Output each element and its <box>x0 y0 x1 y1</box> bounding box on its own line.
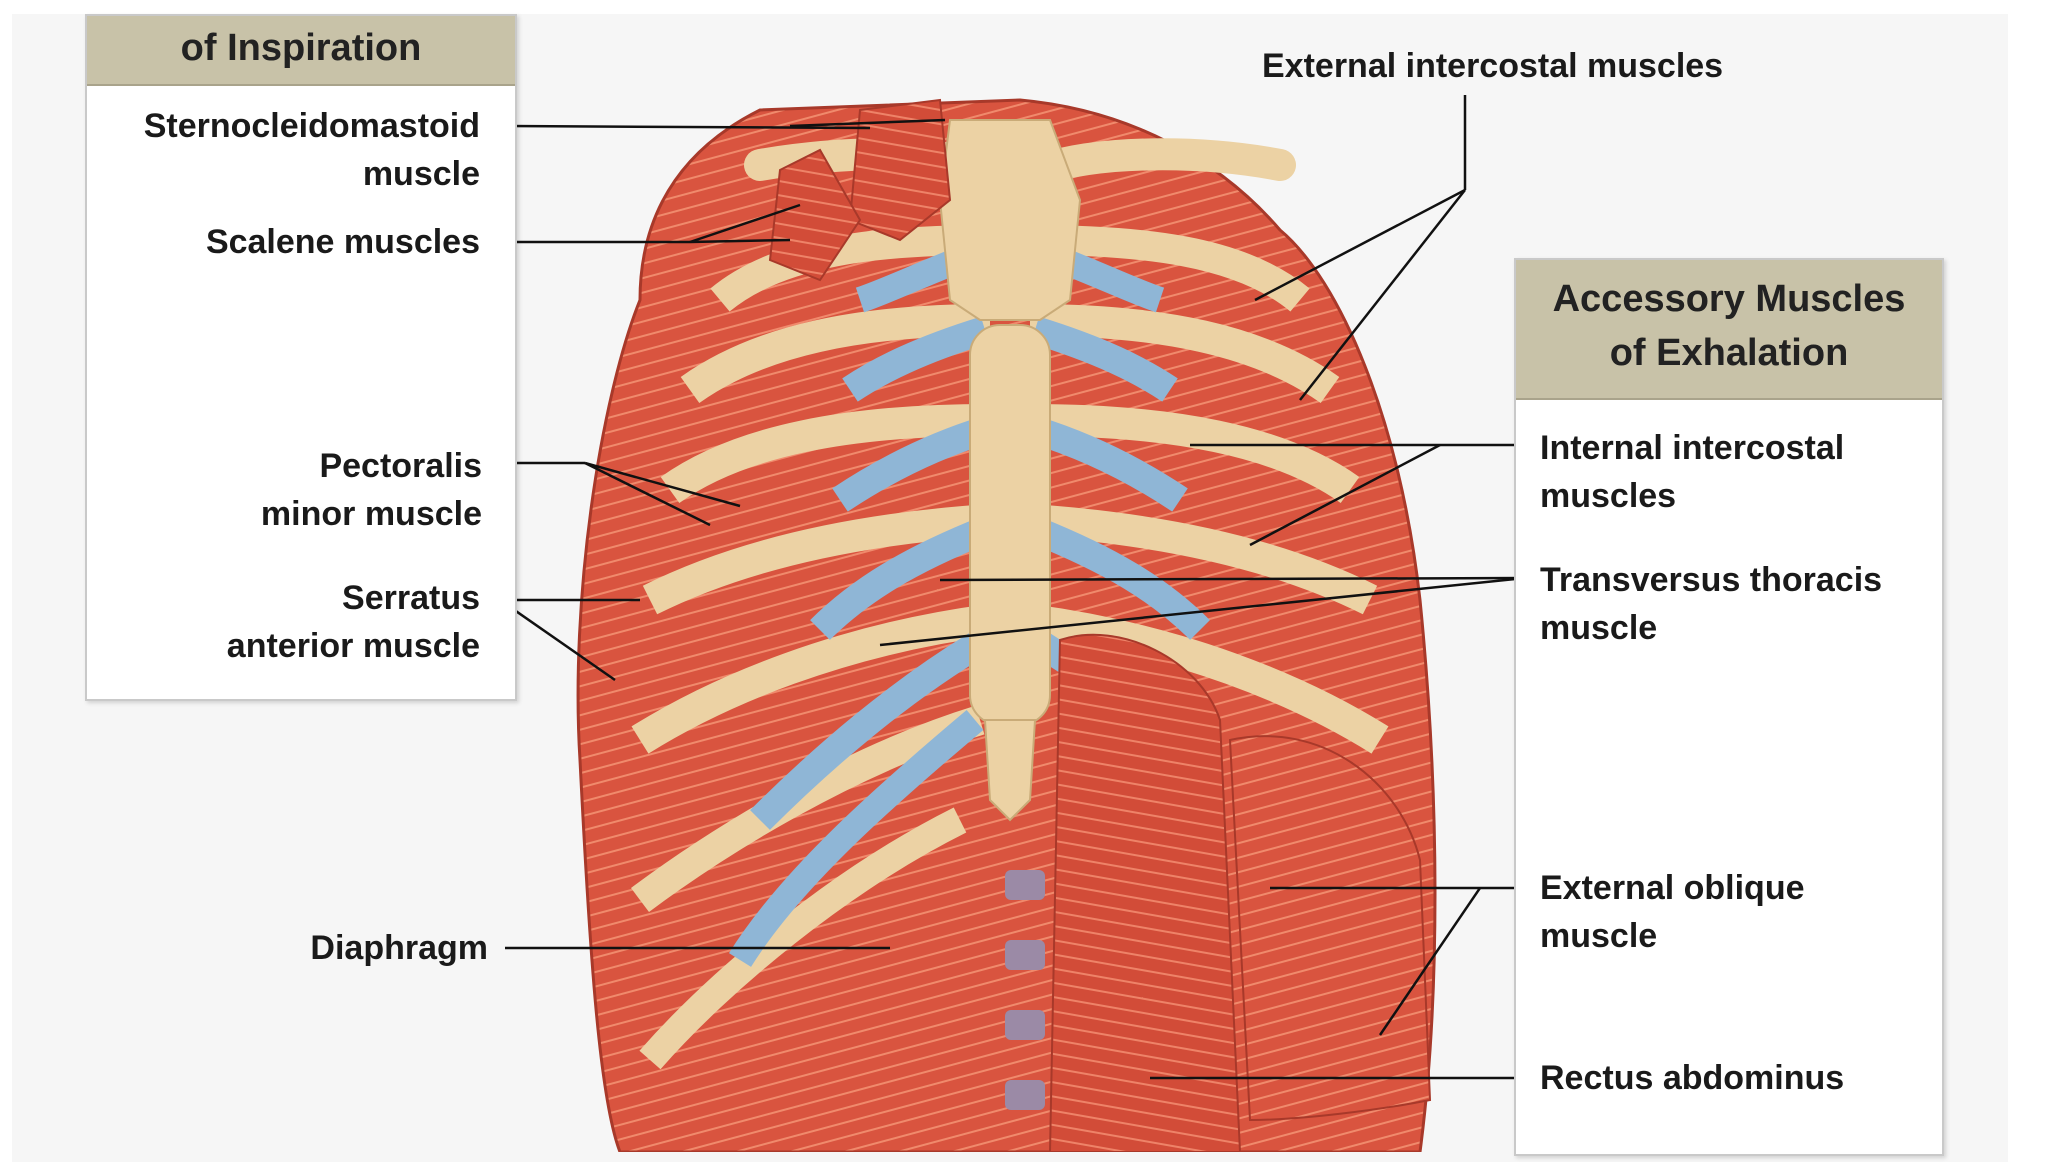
label-transversus-thoracis: Transversus thoracis muscle <box>1540 561 1883 647</box>
right-clavicle <box>1024 138 1296 186</box>
rectus-abdominus-muscle <box>1048 633 1242 1152</box>
inspiration-panel-title: of Inspiration <box>87 16 515 86</box>
inspiration-panel: of Inspiration <box>85 14 517 701</box>
sternocleidomastoid-muscle <box>848 98 952 242</box>
label-scalene-muscles: Scalene muscles <box>205 223 480 261</box>
label-diaphragm: Diaphragm <box>310 929 488 967</box>
label-rectus-abdominus: Rectus abdominus <box>1540 1059 1845 1097</box>
label-external-intercostal: External intercostal muscles <box>1262 47 1724 85</box>
leader-lines <box>499 95 1526 1080</box>
sternum <box>938 119 1082 822</box>
label-internal-intercostal: Internal intercostal muscles <box>1540 429 1845 515</box>
rib-group <box>631 225 1389 1070</box>
exhalation-panel-title: Accessory Muscles of Exhalation <box>1516 260 1942 400</box>
exhalation-panel: Accessory Muscles of Exhalation <box>1514 258 1944 1156</box>
label-sternocleidomastoid: Sternocleidomastoid muscle <box>143 107 480 193</box>
scalene-muscle <box>768 148 862 282</box>
label-external-oblique: External oblique muscle <box>1540 869 1805 955</box>
spine <box>1005 870 1045 1110</box>
label-pectoralis-minor: Pectoralis minor muscle <box>260 447 482 533</box>
label-serratus-anterior: Serratus anterior muscle <box>226 579 480 665</box>
external-oblique-muscle <box>1228 735 1432 1122</box>
